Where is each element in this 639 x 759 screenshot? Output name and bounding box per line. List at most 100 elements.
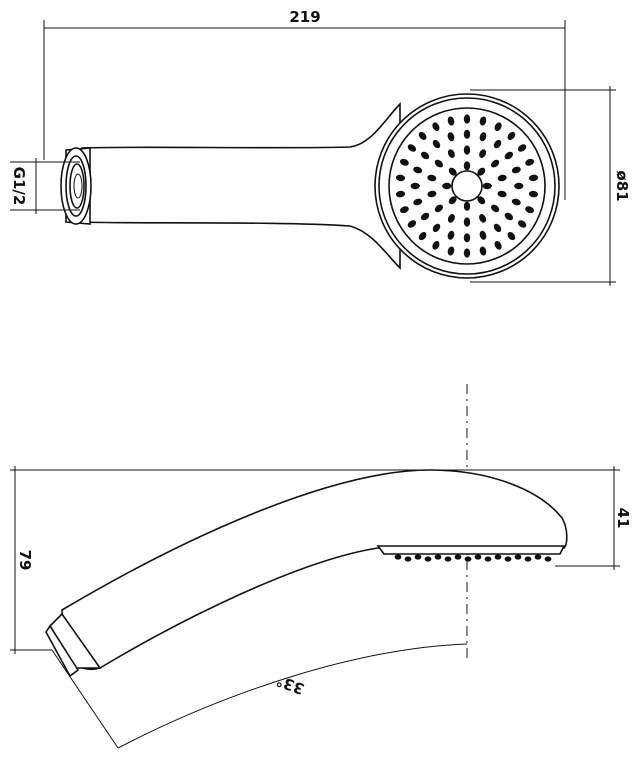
nozzle-hole bbox=[447, 230, 455, 240]
nozzle-hole bbox=[418, 232, 427, 241]
center-hub bbox=[451, 170, 483, 202]
thread-dimension: G1/2 bbox=[10, 158, 80, 214]
nozzle-hole bbox=[477, 196, 486, 205]
nozzle-hole bbox=[410, 182, 420, 190]
head-height-label: 41 bbox=[614, 508, 632, 529]
nozzle-hole bbox=[494, 240, 502, 250]
side-nozzle-tip bbox=[534, 554, 542, 560]
side-nozzle-tip bbox=[504, 556, 512, 562]
nozzle-hole bbox=[447, 116, 455, 126]
nozzle-hole bbox=[479, 132, 487, 142]
nozzle-hole bbox=[507, 131, 516, 140]
nozzle-hole bbox=[395, 190, 406, 198]
nozzle-hole bbox=[399, 206, 409, 214]
nozzle-hole bbox=[525, 206, 535, 214]
face-diameter-dimension: ø81 bbox=[470, 86, 631, 286]
nozzle-hole bbox=[420, 212, 430, 221]
side-nozzle-tip bbox=[464, 556, 472, 562]
spray-face bbox=[376, 545, 566, 555]
nozzle-hole bbox=[514, 182, 524, 190]
nozzle-hole bbox=[507, 232, 516, 241]
side-nozzle-tip bbox=[394, 554, 402, 560]
nozzle-hole bbox=[427, 190, 437, 198]
nozzle-hole bbox=[497, 174, 507, 182]
nozzle-hole bbox=[490, 159, 500, 168]
nozzle-hole bbox=[463, 129, 471, 139]
nozzle-hole bbox=[479, 246, 487, 256]
nozzle-hole bbox=[482, 182, 492, 190]
top-view: 219 G1/2 bbox=[10, 8, 631, 286]
nozzle-hole bbox=[399, 158, 409, 166]
nozzle-hole bbox=[494, 122, 502, 132]
nozzle-hole bbox=[447, 149, 455, 158]
nozzle-hole bbox=[511, 166, 521, 174]
handle-outline bbox=[81, 102, 401, 270]
side-nozzle-tip bbox=[404, 556, 412, 562]
side-nozzle-tip bbox=[484, 556, 492, 562]
nozzle-hole bbox=[420, 151, 430, 160]
nozzle-hole bbox=[447, 132, 455, 142]
nozzle-pattern bbox=[395, 114, 539, 258]
height-label: 79 bbox=[16, 550, 34, 571]
nozzle-hole bbox=[528, 174, 539, 182]
nozzle-hole bbox=[432, 223, 441, 233]
side-nozzle-tip bbox=[514, 554, 522, 560]
nozzle-hole bbox=[479, 230, 487, 240]
side-nozzle-tip bbox=[524, 556, 532, 562]
nozzle-hole bbox=[525, 158, 535, 166]
nozzle-hole bbox=[413, 166, 423, 174]
nozzle-hole bbox=[395, 174, 406, 182]
nozzle-hole bbox=[447, 246, 455, 256]
nozzle-hole bbox=[463, 201, 471, 211]
nozzle-hole bbox=[463, 217, 471, 227]
nozzle-hole bbox=[463, 145, 471, 155]
nozzle-hole bbox=[432, 240, 440, 250]
nozzle-hole bbox=[463, 161, 471, 171]
nozzle-hole bbox=[448, 196, 457, 205]
nozzle-hole bbox=[479, 149, 487, 158]
nozzle-hole bbox=[477, 167, 486, 176]
nozzle-hole bbox=[517, 220, 527, 228]
side-nozzle-tip bbox=[414, 554, 422, 560]
nozzle-hole bbox=[479, 116, 487, 126]
nozzle-hole bbox=[427, 174, 437, 182]
nozzle-hole bbox=[432, 139, 441, 149]
nozzle-hole bbox=[448, 167, 457, 176]
nozzle-hole bbox=[413, 198, 423, 206]
side-nozzle-tip bbox=[544, 556, 552, 562]
nozzle-hole bbox=[511, 198, 521, 206]
overall-length-dimension: 219 bbox=[43, 8, 566, 200]
nozzle-hole bbox=[497, 190, 507, 198]
side-handle-outline bbox=[61, 469, 568, 670]
nozzle-hole bbox=[493, 223, 502, 233]
nozzle-hole bbox=[493, 139, 502, 149]
side-nozzle-tip bbox=[454, 554, 462, 560]
nozzle-hole bbox=[463, 114, 471, 124]
side-view: 79 41 33° bbox=[10, 384, 632, 749]
side-nozzle-tip bbox=[444, 556, 452, 562]
connector-thread-inner bbox=[69, 163, 85, 209]
nozzle-hole bbox=[517, 144, 527, 152]
angle-label: 33° bbox=[274, 671, 307, 698]
nozzle-hole bbox=[504, 151, 514, 160]
side-nozzle-tip bbox=[474, 554, 482, 560]
nozzle-hole bbox=[490, 204, 500, 213]
nozzle-hole bbox=[432, 122, 440, 132]
thread-label: G1/2 bbox=[10, 167, 28, 206]
side-nozzle-tip bbox=[494, 554, 502, 560]
angle-arc bbox=[117, 643, 468, 749]
nozzle-hole bbox=[463, 233, 471, 243]
nozzle-hole bbox=[463, 248, 471, 258]
nozzle-hole bbox=[528, 190, 539, 198]
side-nozzle-tip bbox=[434, 554, 442, 560]
overall-length-label: 219 bbox=[289, 8, 320, 26]
face-diameter-label: ø81 bbox=[613, 170, 631, 201]
side-nozzle-tip bbox=[424, 556, 432, 562]
nozzle-hole bbox=[504, 212, 514, 221]
connector-bore bbox=[73, 173, 83, 199]
nozzle-hole bbox=[434, 204, 444, 213]
connector-end bbox=[60, 147, 92, 225]
nozzle-hole bbox=[407, 220, 417, 228]
side-connector bbox=[45, 612, 102, 678]
